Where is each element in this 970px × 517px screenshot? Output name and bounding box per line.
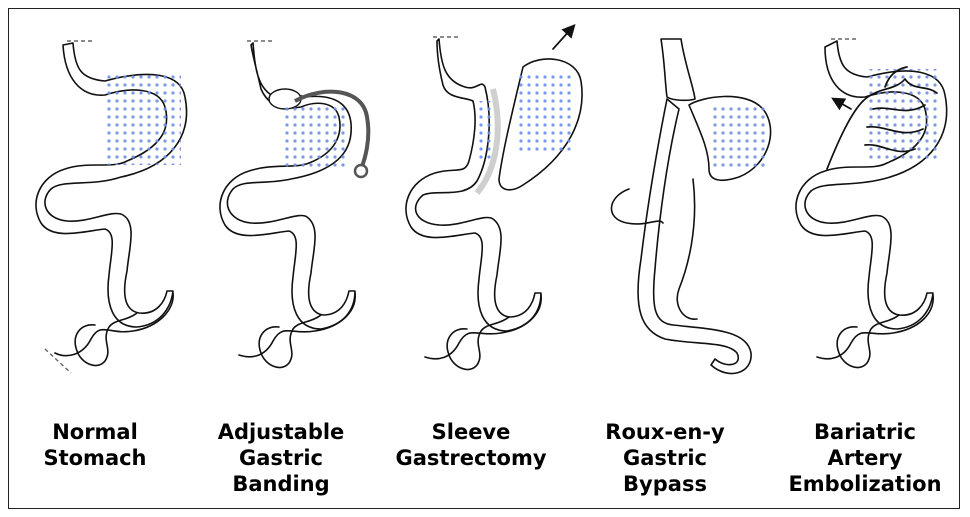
label-sleeve-gastrectomy: Sleeve Gastrectomy [381, 419, 561, 471]
label-bariatric-artery-embolization: Bariatric Artery Embolization [775, 419, 955, 497]
label-roux-en-y-gastric-bypass: Roux-en-y Gastric Bypass [575, 419, 755, 497]
figure-frame: Normal Stomach Adjustable Gastric Bandin… [8, 8, 960, 509]
gastric-banding-illustration [220, 41, 368, 368]
label-adjustable-gastric-banding: Adjustable Gastric Banding [191, 419, 371, 497]
artery-embolization-illustration [796, 39, 947, 368]
gastric-bypass-illustration [611, 39, 770, 374]
sleeve-gastrectomy-illustration [406, 29, 582, 370]
normal-stomach-illustration [36, 41, 187, 373]
label-normal-stomach: Normal Stomach [5, 419, 185, 471]
